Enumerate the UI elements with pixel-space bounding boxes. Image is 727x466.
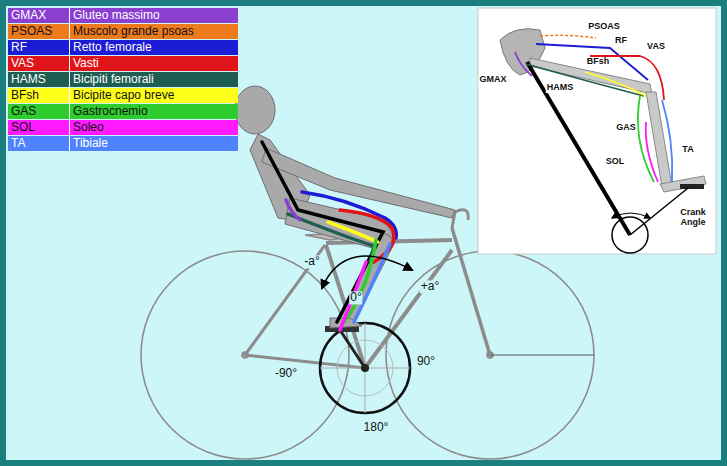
legend-row: VAS Vasti [8,56,238,71]
rider-mannequin [235,86,455,328]
legend-row: GMAX Gluteo massimo [8,8,238,23]
muscle-name: Gastrocnemio [73,104,148,118]
muscle-name: Tibiale [73,136,108,150]
legend-name-cell: Vasti [70,56,238,71]
legend-swatch: PSOAS [8,24,70,39]
legend-name-cell: Tibiale [70,136,238,151]
muscle-lines [286,192,396,330]
legend-swatch: BFsh [8,88,70,103]
legend-abbreviation: TA [11,136,25,150]
legend-name-cell: Gluteo massimo [70,8,238,23]
crank [320,323,410,413]
muscle-name: Bicipite capo breve [73,88,174,102]
legend-row: SOL Soleo [8,120,238,135]
crank-angle-label: Crank Angle [675,208,711,228]
legend-abbreviation: PSOAS [11,24,52,38]
legend-name-cell: Bicipite capo breve [70,88,238,103]
muscle-abbreviation: RF [614,36,628,46]
legend-abbreviation: SOL [11,120,35,134]
legend-swatch: GMAX [8,8,70,23]
muscle-name: Muscolo grande psoas [73,24,194,38]
legend-row: RF Retto femorale [8,40,238,55]
muscle-abbreviation: PSOAS [587,22,621,32]
angle-label: +a° [420,280,440,293]
muscle-name: Gluteo massimo [73,8,160,22]
angle-label: -90° [274,367,298,380]
legend-name-cell: Soleo [70,120,238,135]
angle-label: 90° [416,355,436,368]
muscle-abbreviation: TA [681,145,694,155]
legend-abbreviation: GMAX [11,8,46,22]
legend-row: GAS Gastrocnemio [8,104,238,119]
muscle-abbreviation: GAS [615,123,637,133]
legend-swatch: HAMS [8,72,70,87]
legend-row: PSOAS Muscolo grande psoas [8,24,238,39]
legend-abbreviation: HAMS [11,72,46,86]
muscle-name: Retto femorale [73,40,152,54]
legend-row: TA Tibiale [8,136,238,151]
angle-arrow [322,256,412,288]
legend-abbreviation: GAS [11,104,36,118]
legend-abbreviation: BFsh [11,88,39,102]
legend-abbreviation: RF [11,40,27,54]
muscle-name: Soleo [73,120,104,134]
legend-swatch: VAS [8,56,70,71]
legend-row: HAMS Bicipiti femorali [8,72,238,87]
legend-swatch: TA [8,136,70,151]
legend-swatch: SOL [8,120,70,135]
angle-label: 0° [349,291,362,304]
legend-abbreviation: VAS [11,56,34,70]
muscle-abbreviation: BFsh [586,57,611,67]
angle-label: -a° [303,255,320,268]
muscle-abbreviation: HAMS [546,83,575,93]
muscle-name: Vasti [73,56,99,70]
legend-name-cell: Muscolo grande psoas [70,24,238,39]
muscle-abbreviation: GMAX [479,75,508,85]
legend-swatch: RF [8,40,70,55]
inset-diagram [478,8,716,254]
legend-row: BFsh Bicipite capo breve [8,88,238,103]
muscle-abbreviation: SOL [605,157,626,167]
legend-name-cell: Bicipiti femorali [70,72,238,87]
leg-skeleton [262,142,383,322]
legend-name-cell: Retto femorale [70,40,238,55]
angle-label: 180° [363,421,390,434]
legend-swatch: GAS [8,104,70,119]
muscle-abbreviation: VAS [646,42,666,52]
muscle-name: Bicipiti femorali [73,72,154,86]
legend-name-cell: Gastrocnemio [70,104,238,119]
